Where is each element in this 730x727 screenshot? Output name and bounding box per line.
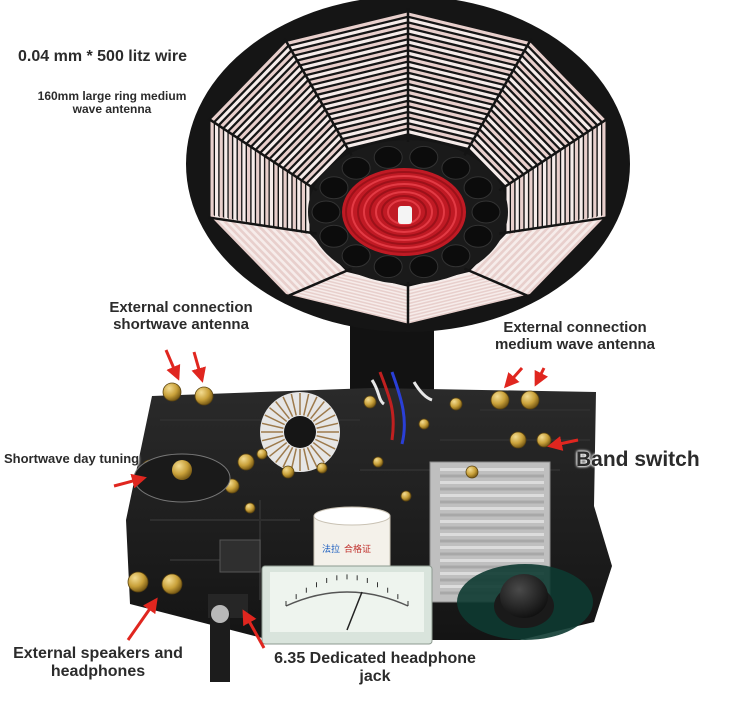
- coil-spokes: [207, 8, 609, 328]
- label-shortwave-tuning: Shortwave day tuning: [4, 451, 140, 466]
- arrow-pointer-icon: [547, 436, 579, 451]
- label-shortwave-antenna: External connection shortwave antenna: [109, 299, 253, 333]
- signal-meter: [261, 565, 433, 645]
- arrow-pointer-icon: [242, 609, 266, 649]
- arrow-pointer-icon: [164, 349, 181, 381]
- electrolytic-capacitor: 法拉 合格证: [313, 506, 391, 575]
- headphone-jack: [208, 594, 248, 682]
- label-headphone-jack: 6.35 Dedicated headphone jack: [274, 650, 476, 685]
- arrow-pointer-icon: [126, 597, 158, 641]
- label-litz-wire: 0.04 mm * 500 litz wire: [18, 48, 187, 65]
- label-ring-antenna: 160mm large ring medium wave antenna: [37, 89, 187, 117]
- capacitor-brand: 法拉: [322, 543, 340, 554]
- label-band-switch: Band switch: [576, 448, 700, 471]
- shortwave-tuning-dial: [133, 453, 231, 503]
- antenna-center-post: [398, 206, 412, 224]
- slide-switch: [219, 539, 261, 573]
- tuning-dial: [457, 564, 593, 640]
- capacitor-text: 合格证: [344, 543, 371, 554]
- arrow-pointer-icon: [113, 473, 147, 489]
- coil-core-pads: [311, 145, 501, 279]
- brass-terminals: [127, 382, 552, 595]
- callout-arrows: [113, 349, 579, 649]
- arrow-pointer-icon: [504, 367, 524, 389]
- label-mediumwave-antenna: External connection medium wave antenna: [494, 319, 656, 353]
- arrow-pointer-icon: [534, 367, 549, 387]
- circuit-board: 法拉 合格证: [126, 371, 612, 682]
- label-speakers-headphones: External speakers and headphones: [13, 645, 183, 680]
- arrow-pointer-icon: [191, 351, 206, 383]
- toroid-coil: [260, 392, 340, 472]
- loop-antenna: [186, 0, 630, 332]
